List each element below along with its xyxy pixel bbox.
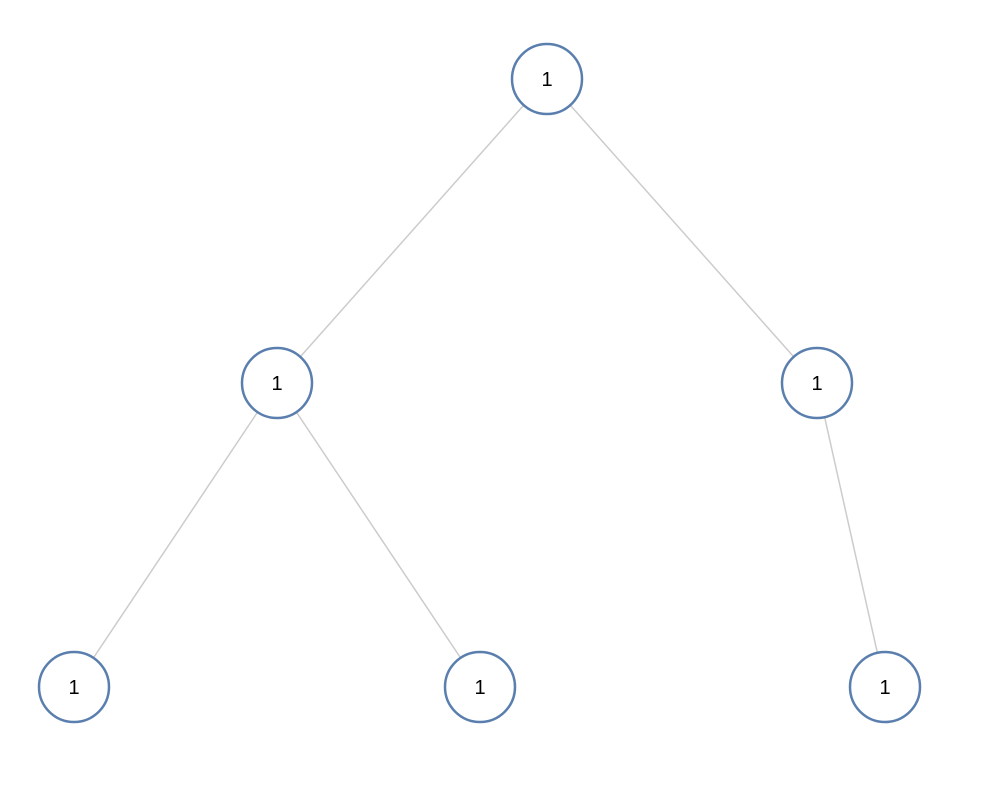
node-label: 1	[271, 373, 282, 395]
node-label: 1	[811, 373, 822, 395]
node-circle	[443, 650, 517, 724]
tree-node-root: 1	[510, 42, 584, 116]
tree-node-right-child: 1	[848, 650, 922, 724]
node-label: 1	[879, 677, 890, 699]
node-circle	[510, 42, 584, 116]
edge-right-right-child	[816, 382, 886, 688]
tree-node-left-left: 1	[37, 650, 111, 724]
edge-left-left-left	[73, 382, 278, 688]
node-circle	[848, 650, 922, 724]
node-circle	[780, 346, 854, 420]
edge-left-left-right	[276, 382, 481, 688]
edge-root-right	[546, 78, 818, 384]
tree-node-right: 1	[780, 346, 854, 420]
node-label: 1	[474, 677, 485, 699]
node-label: 1	[68, 677, 79, 699]
node-circle	[240, 346, 314, 420]
node-label: 1	[541, 69, 552, 91]
edge-root-left	[276, 78, 548, 384]
tree-node-left: 1	[240, 346, 314, 420]
node-circle	[37, 650, 111, 724]
tree-node-left-right: 1	[443, 650, 517, 724]
